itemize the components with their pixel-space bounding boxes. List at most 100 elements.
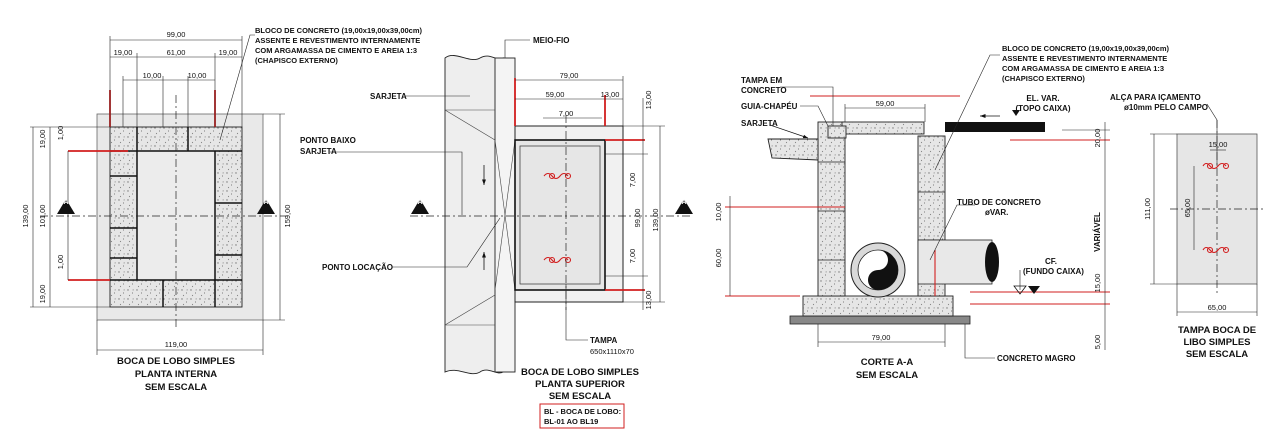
red-markers-v2 (514, 78, 645, 291)
label-ponto-baixo-2: SARJETA (300, 147, 337, 156)
svg-text:(CHAPISCO EXTERNO): (CHAPISCO EXTERNO) (255, 56, 338, 65)
view-corte-aa: 59,00 79,00 10,00 60,00 20,00 15,00 5,00… (714, 44, 1170, 381)
label-tampa-v3-1: TAMPA EM (741, 76, 783, 85)
dim-99-v2: 99,00 (633, 209, 642, 228)
svg-text:CORTE A-A: CORTE A-A (861, 357, 914, 368)
svg-text:SEM ESCALA: SEM ESCALA (1186, 349, 1248, 360)
svg-text:ASSENTE E REVESTIMENTO INTERNA: ASSENTE E REVESTIMENTO INTERNAMENTE (255, 36, 420, 45)
view-planta-superior: 79,00 59,00 13,00 7,00 13,00 7,00 99,00 … (300, 36, 693, 429)
dim-79-v3: 79,00 (872, 333, 891, 342)
svg-text:(CHAPISCO EXTERNO): (CHAPISCO EXTERNO) (1002, 74, 1085, 83)
dim-60-v3: 60,00 (714, 249, 723, 268)
dim-20-v3: 20,00 (1093, 129, 1102, 148)
section-arrow-left (57, 199, 75, 214)
sarjeta-section (767, 138, 819, 161)
svg-text:BLOCO DE CONCRETO (19,00x19,00: BLOCO DE CONCRETO (19,00x19,00x39,00cm) (255, 26, 423, 35)
svg-text:ASSENTE E REVESTIMENTO INTERNA: ASSENTE E REVESTIMENTO INTERNAMENTE (1002, 54, 1167, 63)
label-sarjeta-v2: SARJETA (370, 92, 407, 101)
leader-tubo (929, 204, 975, 261)
red-lines-v3 (725, 95, 1110, 305)
view1-dim-lines (30, 36, 285, 355)
label-ponto-baixo-1: PONTO BAIXO (300, 136, 356, 145)
view2-dim-lines (515, 76, 665, 310)
tampa-inner (519, 145, 601, 285)
pipe-end (985, 242, 999, 282)
dim-19-left: 19,00 (114, 48, 133, 57)
section-mark-right-v2: A (681, 199, 686, 206)
leader-ponto-locacao (392, 217, 501, 268)
dim-65-v4: 65,00 (1208, 303, 1227, 312)
note-v1: BLOCO DE CONCRETO (19,00x19,00x39,00cm) … (255, 26, 423, 65)
label-el-var-2: (TOPO CAIXA) (1016, 104, 1071, 113)
leader-guia (800, 105, 829, 127)
label-alca-1: ALÇA PARA IÇAMENTO (1110, 93, 1201, 102)
leader-tampa-v3 (780, 86, 834, 126)
view3-dim-lines (729, 104, 1110, 350)
label-tubo-1: TUBO DE CONCRETO (957, 198, 1041, 207)
svg-text:PLANTA INTERNA: PLANTA INTERNA (135, 369, 217, 380)
dim-7b-v2: 7,00 (628, 249, 637, 264)
section-arrow-right (257, 199, 275, 214)
leader-sarjeta-v3 (769, 124, 809, 139)
dim-111-v4: 111,00 (1143, 198, 1152, 220)
label-meio-fio: MEIO-FIO (533, 36, 569, 45)
sarjeta-strip (444, 55, 504, 375)
dim-15-v4: 15,00 (1209, 140, 1228, 149)
section-arrow-left-v2 (411, 199, 429, 214)
label-sarjeta-v3: SARJETA (741, 119, 778, 128)
dim-13b-v2: 13,00 (644, 291, 653, 310)
leader-tampa-v2 (565, 284, 588, 341)
label-tubo-2: øVAR. (985, 208, 1008, 217)
tampa-plate (514, 139, 606, 291)
svg-text:LIBO SIMPLES: LIBO SIMPLES (1183, 337, 1250, 348)
leader-note-v1 (219, 34, 255, 141)
section-mark-left-v2: A (417, 199, 422, 206)
label-cf-1: CF. (1045, 257, 1057, 266)
left-wall (817, 121, 846, 297)
view4-dim-lines (1150, 133, 1258, 316)
dim-19-bottom: 19,00 (38, 285, 47, 304)
dim-139-v2: 139,00 (651, 209, 660, 232)
svg-text:SEM ESCALA: SEM ESCALA (856, 370, 918, 381)
leader-concreto-magro (964, 324, 995, 359)
leader-meio-fio (504, 39, 530, 58)
dim-59-v2: 59,00 (546, 90, 565, 99)
label-tampa-v3-2: CONCRETO (741, 86, 787, 95)
label-cf-2: (FUNDO CAIXA) (1023, 267, 1084, 276)
label-ponto-locacao: PONTO LOCAÇÃO (322, 263, 393, 272)
dim-59-v3: 59,00 (876, 99, 895, 108)
label-alca-2: ø10mm PELO CAMPO (1124, 103, 1208, 112)
dim-101: 101,00 (38, 205, 47, 228)
label-guia: GUIA-CHAPÉU (741, 102, 798, 111)
base-slab (802, 295, 954, 317)
caption-v2: BOCA DE LOBO SIMPLES PLANTA SUPERIOR SEM… (521, 367, 639, 402)
dim-1-bottom: 1,00 (56, 255, 65, 270)
pipe-flow-symbol (868, 250, 898, 290)
dim-10-right: 10,00 (188, 71, 207, 80)
dim-10-left: 10,00 (143, 71, 162, 80)
cf-symbol-solid (1028, 286, 1040, 294)
sarjeta-hatch (444, 109, 516, 326)
dim-99: 99,00 (167, 30, 186, 39)
dim-19-right: 19,00 (219, 48, 238, 57)
dim-13-v2: 13,00 (601, 90, 620, 99)
leader-note-v3 (934, 54, 1000, 171)
svg-text:SEM ESCALA: SEM ESCALA (549, 391, 611, 402)
dim-13a-v2: 13,00 (644, 91, 653, 110)
el-var-symbol (1012, 110, 1020, 116)
dim-159: 159,00 (283, 205, 292, 228)
svg-text:TAMPA BOCA DE: TAMPA BOCA DE (1178, 325, 1256, 336)
guia-chapeu (827, 125, 847, 139)
label-tampa-v2: TAMPA (590, 336, 617, 345)
caption-v4: TAMPA BOCA DE LIBO SIMPLES SEM ESCALA (1178, 325, 1256, 360)
label-variavel: VARIÁVEL (1093, 212, 1102, 252)
svg-text:SEM ESCALA: SEM ESCALA (145, 382, 207, 393)
dim-119: 119,00 (165, 340, 187, 349)
dim-61: 61,00 (167, 48, 186, 57)
label-tampa-size: 650x1110x70 (590, 347, 634, 356)
lifting-handles (543, 172, 572, 264)
dim-7-v2: 7,00 (559, 109, 574, 118)
section-arrow-right-v2 (675, 199, 693, 214)
